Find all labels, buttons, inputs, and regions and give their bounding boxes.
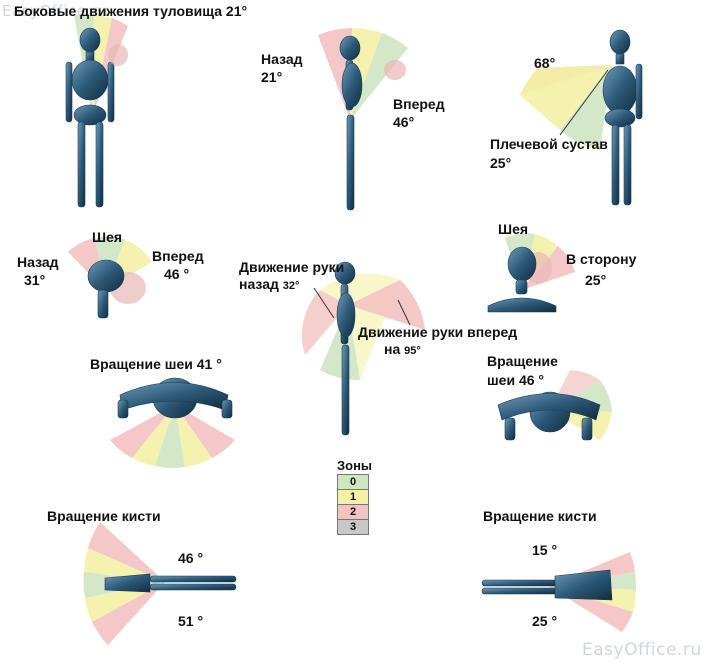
zones-legend: Зоны 0 1 2 3 <box>337 458 373 535</box>
neck-forward-label: Вперед <box>152 248 204 264</box>
trunk-back-value: 21° <box>261 69 283 85</box>
neck-rotation-left-label: Вращение шеи 41 ° <box>90 356 222 372</box>
wrist-right-bottom-value: 25 ° <box>532 613 558 629</box>
legend-zone-3: 3 <box>337 520 369 535</box>
neck-lateral-figure <box>487 233 575 313</box>
neck-rotation-right-label: Вращение <box>487 353 558 369</box>
shoulder-joint-label: Плечевой сустав <box>490 136 608 152</box>
trunk-lateral-figure <box>65 14 128 208</box>
arm-forward-value: 95° <box>404 345 421 357</box>
legend-zone-0: 0 <box>337 474 369 490</box>
neck-left-title: Шея <box>92 229 123 245</box>
neck-back-label: Назад <box>17 254 59 270</box>
shoulder-value-bottom: 25° <box>490 155 512 171</box>
watermark-top: EasyOffice.ru <box>2 2 109 20</box>
watermark-bottom: EasyOffice.ru <box>582 640 702 660</box>
arm-back-label-2: назад 32° <box>239 276 299 295</box>
neck-rotation-right-figure <box>497 370 612 441</box>
arm-back-value: 32° <box>282 280 300 292</box>
legend-title: Зоны <box>337 458 373 473</box>
neck-rotation-left-figure <box>110 377 235 469</box>
wrist-right-top-value: 15 ° <box>532 542 558 558</box>
neck-side-label: В сторону <box>566 251 637 267</box>
arm-back-label: Движение руки <box>239 259 345 275</box>
trunk-forward-value: 46° <box>393 114 415 130</box>
neck-side-value: 25° <box>585 272 607 288</box>
wrist-left-label: Вращение кисти <box>47 508 161 524</box>
arm-forward-label: Движение руки вперед <box>358 324 518 340</box>
neck-forward-value: 46 ° <box>164 266 190 282</box>
wrist-rotation-left-figure <box>83 522 237 645</box>
shoulder-value-top: 68° <box>534 55 556 71</box>
trunk-forward-label: Вперед <box>393 96 445 112</box>
trunk-forward-figure <box>318 27 408 211</box>
trunk-back-label: Назад <box>261 51 303 67</box>
legend-zone-1: 1 <box>337 490 369 505</box>
trunk-lateral-label: Боковые движения туловища 21° <box>14 3 248 19</box>
neck-rotation-right-label-2: шеи 46 ° <box>487 372 545 388</box>
neck-right-title: Шея <box>498 221 529 237</box>
shoulder-figure <box>520 29 643 206</box>
wrist-left-bottom-value: 51 ° <box>178 613 204 629</box>
arm-forward-word: на <box>384 341 401 357</box>
neck-flexion-figure <box>68 236 152 319</box>
wrist-rotation-right-figure <box>481 552 637 632</box>
arm-back-word: назад <box>239 276 279 292</box>
legend-zone-2: 2 <box>337 505 369 520</box>
arm-forward-label-2: на 95° <box>384 341 421 360</box>
neck-back-value: 31° <box>24 272 46 288</box>
wrist-left-top-value: 46 ° <box>178 550 204 566</box>
wrist-right-label: Вращение кисти <box>483 508 597 524</box>
arm-swing-figure <box>301 261 425 436</box>
